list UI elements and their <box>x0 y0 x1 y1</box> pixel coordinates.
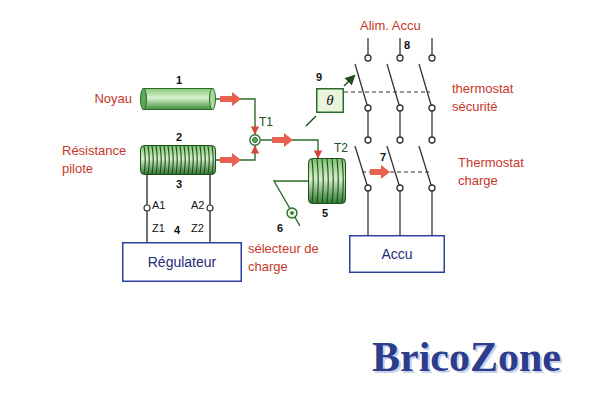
mechanical-link <box>344 91 430 92</box>
coil-winding <box>208 146 209 174</box>
callout-number: 2 <box>176 131 182 144</box>
node-text: Accu <box>381 246 412 262</box>
part-label: thermostat sécurité <box>452 80 532 116</box>
supply-contacts <box>355 38 435 235</box>
thermostat-box: θ <box>316 88 344 113</box>
coil-winding <box>168 146 169 174</box>
coil-winding <box>332 159 333 203</box>
pin-label: Z2 <box>191 222 204 235</box>
coil-body <box>309 159 346 204</box>
pilot-resistor: Résistance pilote <box>140 145 216 175</box>
coil-winding <box>212 146 213 174</box>
junction-ring <box>250 135 260 145</box>
node-body: Accu <box>349 235 445 273</box>
regulator-box: Régulateur <box>122 242 242 282</box>
callout-number: 8 <box>404 39 410 52</box>
pin-label: A2 <box>191 199 204 212</box>
actuator-arrow <box>370 165 390 179</box>
part-label: Thermostat charge <box>458 154 538 190</box>
node-label: T2 <box>334 139 354 157</box>
coil-winding <box>327 159 328 203</box>
coil-winding <box>200 146 201 174</box>
selector-knob <box>290 211 294 215</box>
coil-winding <box>172 146 173 174</box>
coil-winding <box>156 146 157 174</box>
terminal <box>207 205 213 211</box>
selector-wire <box>274 181 308 226</box>
coil-winding <box>337 159 338 203</box>
coil-winding <box>164 146 165 174</box>
cylinder-end <box>210 89 216 110</box>
pin-label: Z1 <box>152 222 165 235</box>
pin-label: A1 <box>152 199 165 212</box>
cylinder-end <box>141 89 147 110</box>
callout-number: 6 <box>277 222 283 235</box>
coil-winding <box>180 146 181 174</box>
flow-arrow <box>220 153 241 167</box>
accumulator-box: Accu <box>349 235 445 273</box>
callout-number: 4 <box>174 224 180 237</box>
flow-connector <box>216 99 255 134</box>
callout-number: 5 <box>322 207 328 220</box>
coil-t2: T2 <box>308 158 346 204</box>
node-body: θ <box>316 88 344 113</box>
node-label: Résistance pilote <box>62 142 134 178</box>
terminal <box>144 205 150 211</box>
coil-t2-outline <box>308 158 346 204</box>
coil-winding <box>144 146 145 174</box>
adjust-arrow <box>344 76 354 86</box>
cylinder-body <box>143 89 213 110</box>
coil-winding <box>196 146 197 174</box>
coil-winding <box>160 146 161 174</box>
coil-winding <box>188 146 189 174</box>
flow-arrow <box>220 92 241 106</box>
node-body: Régulateur <box>122 242 242 282</box>
coil-winding <box>176 146 177 174</box>
coil-winding <box>184 146 185 174</box>
selector-knob <box>287 208 297 218</box>
callout-number: 9 <box>316 71 322 84</box>
coil-winding <box>342 159 343 203</box>
junction-dot <box>253 138 258 143</box>
core-cylinder: Noyau <box>140 88 216 110</box>
watermark: BricoZone <box>372 334 561 380</box>
core-cylinder-outline <box>140 88 216 110</box>
pilot-resistor-outline <box>140 145 216 175</box>
node-text: θ <box>326 92 333 109</box>
adjust-arrow <box>306 116 316 126</box>
node-label: Noyau <box>80 90 132 108</box>
callout-number: 1 <box>176 74 182 87</box>
coil-winding <box>322 159 323 203</box>
thermostat-outline <box>317 89 344 113</box>
callout-number: 3 <box>176 178 182 191</box>
box-outline <box>123 243 242 282</box>
flow-arrow <box>272 133 293 147</box>
coil-winding <box>204 146 205 174</box>
junction-t1: T1 <box>249 134 261 146</box>
coil-winding <box>152 146 153 174</box>
node-label: T1 <box>259 113 279 131</box>
coil-winding <box>317 159 318 203</box>
junction-t1-outline <box>249 134 261 146</box>
box-outline <box>350 236 445 273</box>
node-text: Régulateur <box>148 254 217 270</box>
coil-winding <box>192 146 193 174</box>
coil-winding <box>312 159 313 203</box>
coil-body <box>141 146 216 175</box>
coil-winding <box>148 146 149 174</box>
part-label: sélecteur de charge <box>248 240 320 276</box>
part-label: Alim. Accu <box>360 17 421 35</box>
callout-number: 7 <box>380 151 386 164</box>
